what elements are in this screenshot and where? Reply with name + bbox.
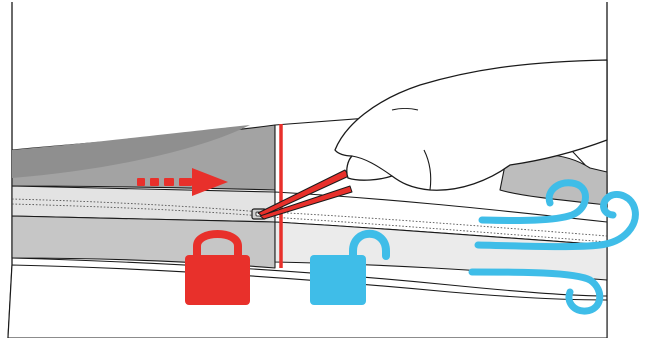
base	[8, 265, 607, 338]
